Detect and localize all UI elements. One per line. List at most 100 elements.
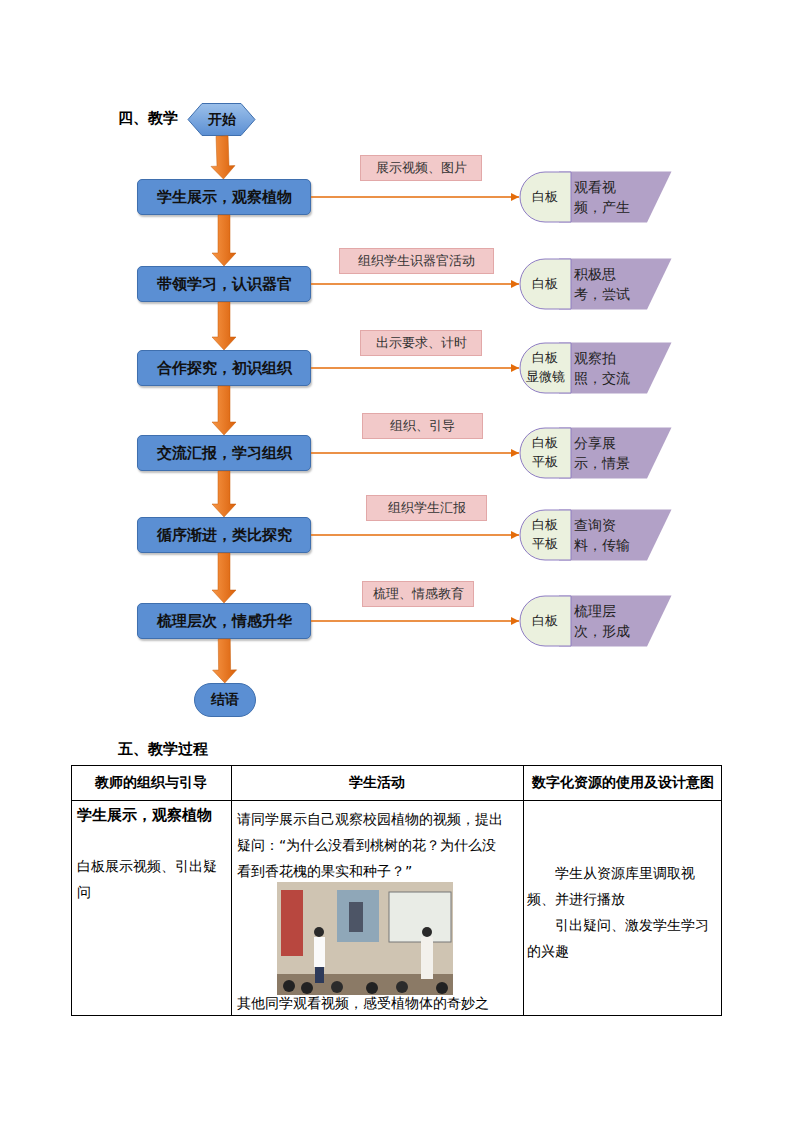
table-header: 教师的组织与引导 — [71, 765, 231, 800]
start-terminal: 开始 — [188, 103, 255, 136]
process-box: 梳理层次，情感升华 — [137, 603, 311, 639]
table-cell: 请同学展示自己观察校园植物的视频，提出疑问：“为什么没看到桃树的花？为什么没看到… — [237, 806, 507, 884]
photo-student — [396, 981, 408, 993]
student-activity: 梳理层次，形成 — [574, 601, 632, 642]
photo-student — [301, 982, 313, 994]
node-text: 梳理层次，情感升华 — [157, 612, 292, 631]
flow-arrow — [212, 215, 236, 266]
node-text: 循序渐进，类比探究 — [157, 526, 292, 545]
photo-student — [436, 982, 448, 994]
text-region: 白板 显微镜 — [519, 342, 571, 394]
resource-activity-shape: 白板积极思考，尝试 — [519, 258, 672, 310]
photo-head — [314, 927, 324, 937]
text-region: 积极思考，尝试 — [574, 258, 632, 310]
node-text: 带领学习，认识器官 — [157, 275, 292, 294]
text-region: 观看视频，产生 — [574, 171, 632, 223]
tool-name: 白板 — [532, 275, 558, 294]
tool-capsule — [520, 596, 571, 646]
action-note-box: 组织学生识器官活动 — [339, 248, 494, 274]
flow-arrow — [212, 471, 236, 517]
flow-arrow — [213, 639, 237, 683]
table-cell: 引出疑问、激发学生学习的兴趣 — [527, 912, 711, 964]
table-cell: 其他同学观看视频，感受植物体的奇妙之 — [237, 993, 520, 1013]
tool-capsule — [520, 510, 571, 560]
process-box: 合作探究，初识组织 — [137, 350, 311, 386]
node-text: 交流汇报，学习组织 — [157, 444, 292, 463]
flow-arrow — [211, 136, 235, 179]
table-border — [72, 766, 722, 1016]
resource-arrow — [311, 534, 519, 536]
node-text: 结语 — [211, 691, 239, 709]
table-cell: 学生展示，观察植物 — [77, 804, 229, 826]
resource-activity-shape: 白板 平板查询资料，传输 — [519, 509, 672, 561]
section-heading: 五、教学过程 — [118, 739, 258, 759]
tool-name: 白板 显微镜 — [519, 349, 571, 387]
node-text: 出示要求、计时 — [376, 334, 467, 352]
photo-wall — [277, 882, 453, 995]
node-text: 梳理、情感教育 — [373, 585, 464, 603]
hexagon-outline — [188, 104, 255, 136]
resource-arrow — [311, 620, 519, 622]
activity-parallelogram — [559, 259, 672, 310]
photo-body — [421, 937, 433, 979]
resource-activity-shape: 白板观看视频，产生 — [519, 171, 672, 223]
action-note-box: 展示视频、图片 — [360, 155, 482, 181]
action-note-box: 组织、引导 — [362, 413, 483, 439]
student-activity: 分享展示，情景 — [574, 433, 632, 474]
photo-screen — [337, 890, 379, 942]
node-text: 组织学生识器官活动 — [358, 252, 475, 270]
action-note-box: 组织学生汇报 — [366, 495, 487, 521]
tool-capsule — [520, 172, 571, 222]
process-box: 学生展示，观察植物 — [137, 179, 311, 215]
flow-arrow — [212, 386, 236, 435]
tool-name: 白板 平板 — [519, 516, 571, 554]
action-note-box: 梳理、情感教育 — [362, 581, 474, 607]
node-text: 开始 — [208, 111, 236, 129]
tool-capsule — [520, 259, 571, 309]
photo-board — [389, 892, 451, 942]
student-activity: 查询资料，传输 — [574, 515, 632, 556]
activity-parallelogram — [559, 172, 672, 223]
text-region: 观察拍照，交流 — [574, 342, 632, 394]
resource-arrow — [311, 367, 519, 369]
student-activity: 观察拍照，交流 — [574, 348, 632, 389]
photo-body — [314, 937, 325, 967]
text-region: 梳理层次，形成 — [574, 595, 632, 647]
activity-parallelogram — [559, 596, 672, 647]
photo-student — [331, 981, 343, 993]
tool-name: 白板 平板 — [519, 434, 571, 472]
process-box: 带领学习，认识器官 — [137, 266, 311, 302]
table-cell: 白板展示视频、引出疑问 — [77, 853, 225, 905]
table-rule — [523, 766, 524, 1016]
process-box: 交流汇报，学习组织 — [137, 435, 311, 471]
flow-arrow — [212, 553, 236, 603]
tool-name: 白板 — [532, 188, 558, 207]
resource-activity-shape: 白板 平板分享展示，情景 — [519, 427, 672, 479]
resource-activity-shape: 白板梳理层次，形成 — [519, 595, 672, 647]
text-region: 查询资料，传输 — [574, 509, 632, 561]
table-header: 学生活动 — [231, 765, 523, 800]
section-heading: 四、教学 — [118, 108, 198, 128]
text-region: 白板 — [519, 171, 571, 223]
photo-head — [422, 927, 432, 937]
flow-arrow — [212, 302, 236, 350]
process-box: 循序渐进，类比探究 — [137, 517, 311, 553]
photo-banner — [281, 890, 303, 956]
table-cell: 学生从资源库里调取视频、并进行播放 — [527, 860, 711, 912]
photo-legs — [315, 967, 324, 983]
tool-capsule — [520, 343, 571, 393]
student-activity: 积极思考，尝试 — [574, 264, 632, 305]
node-text: 组织学生汇报 — [388, 499, 466, 517]
student-activity: 观看视频，产生 — [574, 177, 632, 218]
text-region: 分享展示，情景 — [574, 427, 632, 479]
activity-parallelogram — [559, 428, 672, 479]
tool-capsule — [520, 428, 571, 478]
end-terminal: 结语 — [194, 683, 256, 717]
resource-arrow — [311, 283, 519, 285]
text-region: 白板 平板 — [519, 427, 571, 479]
activity-parallelogram — [559, 343, 672, 394]
table-rule — [72, 800, 722, 801]
text-region: 白板 — [519, 258, 571, 310]
